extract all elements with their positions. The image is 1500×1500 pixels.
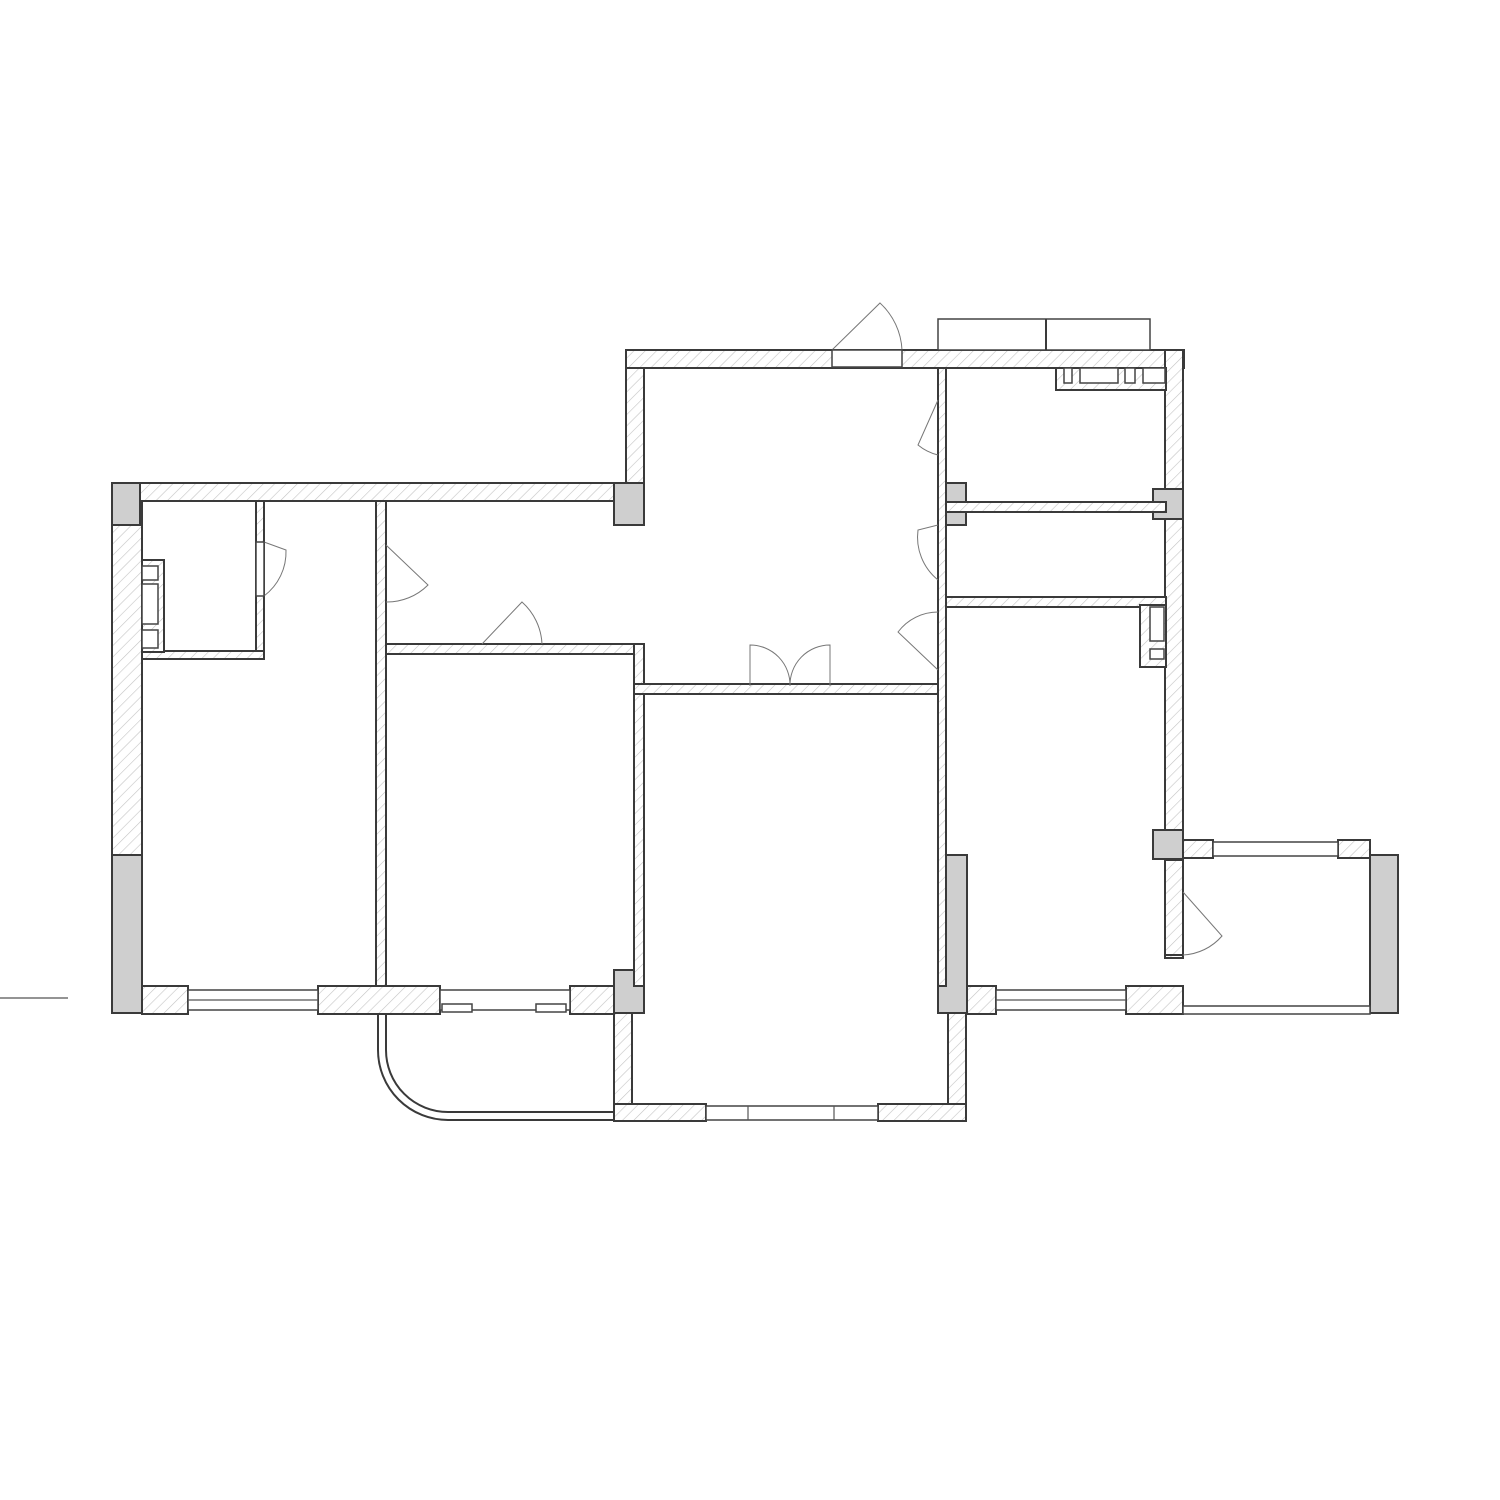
column bbox=[1369, 854, 1399, 1014]
window bbox=[1212, 841, 1339, 857]
column bbox=[613, 482, 645, 526]
window bbox=[705, 1105, 879, 1121]
windows bbox=[187, 318, 1371, 1121]
column bbox=[111, 482, 141, 526]
interior-walls bbox=[141, 367, 1184, 987]
fixtures bbox=[141, 367, 1166, 660]
south-balcony bbox=[377, 1013, 614, 1121]
column bbox=[111, 854, 143, 1014]
structural-columns bbox=[111, 482, 1399, 1014]
window bbox=[1182, 1005, 1371, 1015]
window bbox=[937, 318, 1151, 351]
column bbox=[1152, 829, 1184, 860]
doors bbox=[255, 302, 1223, 956]
